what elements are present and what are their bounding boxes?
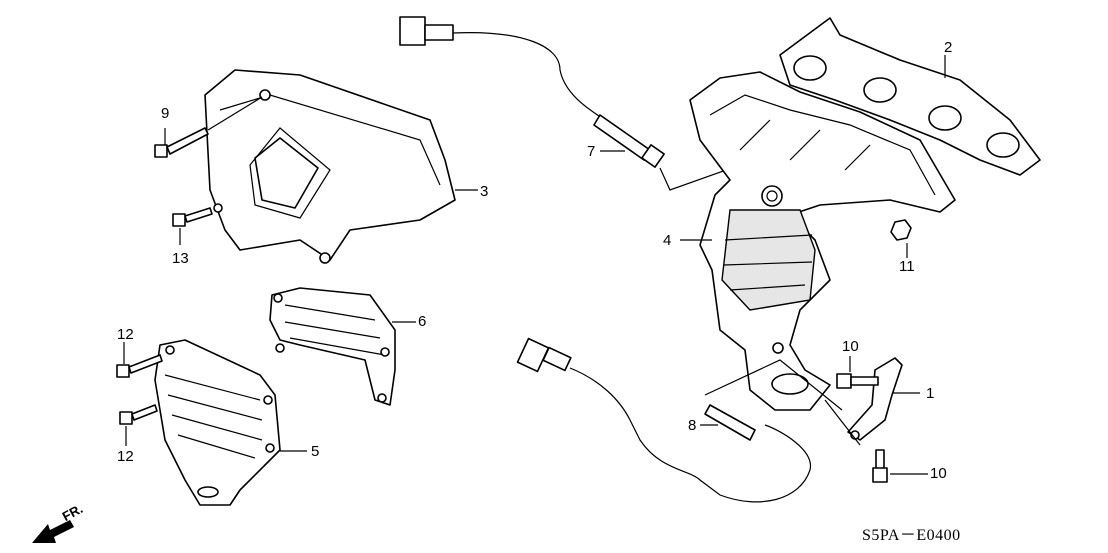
- callout-13: 13: [172, 250, 189, 267]
- diagram-code: S5PA－E0400: [862, 527, 961, 544]
- exhaust-manifold-4: [680, 71, 956, 411]
- exhaust-gasket-2: [779, 17, 1041, 176]
- bolt-10-lower: [824, 399, 928, 483]
- callout-3: 3: [480, 183, 489, 200]
- bracket-1: [847, 357, 920, 441]
- callout-10-lower: 10: [930, 465, 947, 482]
- oxygen-sensor-8: [516, 337, 843, 503]
- callout-10-upper: 10: [842, 338, 859, 355]
- bolt-12-upper: [116, 342, 163, 378]
- callout-4: 4: [663, 232, 672, 249]
- callout-6: 6: [418, 313, 427, 330]
- bolt-10-upper: [836, 356, 879, 389]
- callout-8: 8: [688, 417, 697, 434]
- callout-11: 11: [899, 258, 915, 275]
- callout-7: 7: [587, 143, 596, 160]
- bolt-13: [172, 207, 213, 245]
- callout-1: 1: [926, 385, 935, 402]
- front-arrow-icon: [32, 520, 74, 543]
- bolt-9: [154, 96, 263, 158]
- oxygen-sensor-7: [399, 16, 766, 191]
- bolt-12-lower: [119, 404, 158, 446]
- callout-12-lower: 12: [117, 448, 134, 465]
- nut-11: [890, 219, 912, 258]
- upper-heat-shield: [204, 69, 478, 264]
- lower-heat-shield-6: [269, 287, 416, 406]
- lower-cover-5: [154, 339, 307, 506]
- callout-9: 9: [161, 105, 170, 122]
- callout-12-upper: 12: [117, 326, 134, 343]
- callout-5: 5: [311, 443, 320, 460]
- callout-2: 2: [944, 39, 953, 56]
